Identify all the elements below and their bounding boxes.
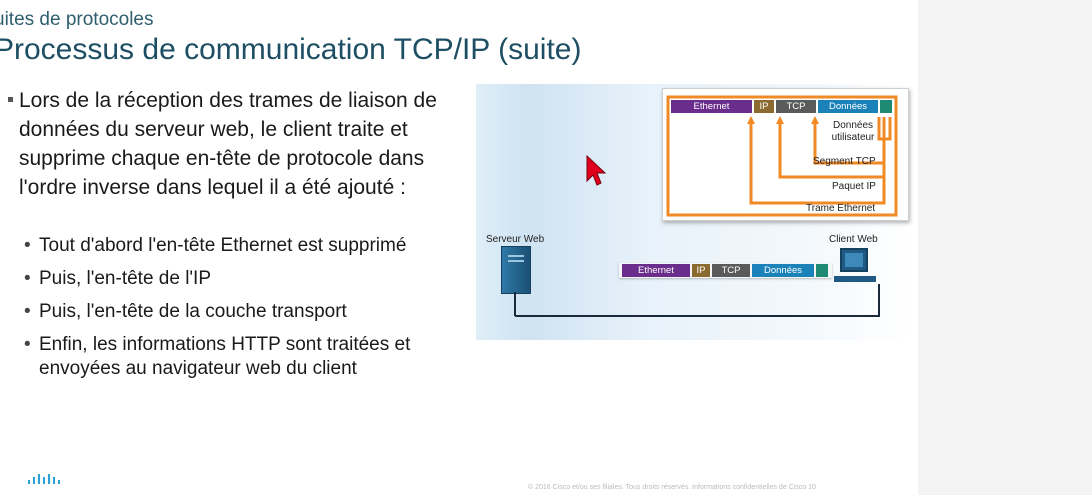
cisco-logo: [28, 474, 60, 484]
frame-ethernet-segment: Ethernet: [622, 264, 690, 277]
server-link: [514, 292, 516, 316]
page-title: Processus de communication TCP/IP (suite…: [0, 33, 582, 66]
paquet-ip-label: Paquet IP: [832, 181, 876, 192]
sub-bullet-item: Puis, l'en-tête de l'IP: [24, 267, 464, 291]
client-computer-icon: [840, 248, 868, 272]
segment-tcp-label: Segment TCP: [813, 156, 876, 167]
main-bullet-text: Lors de la réception des trames de liais…: [19, 89, 437, 199]
donnees-segment: Données: [818, 100, 878, 113]
frame-donnees-segment: Données: [752, 264, 814, 277]
section-label: uites de protocoles: [0, 9, 154, 30]
client-keyboard: [834, 276, 876, 282]
sub-bullet-item: Puis, l'en-tête de la couche transport: [24, 300, 464, 324]
client-link: [878, 284, 880, 316]
sub-bullet-list: Tout d'abord l'en-tête Ethernet est supp…: [24, 234, 464, 390]
trailer-segment: [880, 100, 892, 113]
sub-bullet-item: Tout d'abord l'en-tête Ethernet est supp…: [24, 234, 464, 258]
main-bullet: Lors de la réception des trames de liais…: [8, 86, 468, 202]
frame-ip-segment: IP: [692, 264, 710, 277]
mouse-pointer-icon: [586, 155, 606, 186]
client-label: Client Web: [829, 234, 878, 245]
footer-copyright: © 2016 Cisco et/ou ses filiales. Tous dr…: [528, 484, 816, 491]
frame-trailer-segment: [816, 264, 828, 277]
ip-header-segment: IP: [754, 100, 774, 113]
tcp-header-segment: TCP: [776, 100, 816, 113]
transit-frame: Ethernet IP TCP Données: [619, 263, 832, 278]
ethernet-header-segment: Ethernet: [671, 100, 752, 113]
square-bullet-icon: [8, 97, 13, 102]
network-link: [515, 315, 880, 317]
donnees-utilisateur-label-line1: Données: [832, 120, 874, 131]
frame-tcp-segment: TCP: [712, 264, 750, 277]
server-icon: [501, 246, 531, 294]
slide: uites de protocoles Processus de communi…: [0, 0, 918, 495]
donnees-utilisateur-label-line2: utilisateur: [831, 132, 875, 143]
decapsulation-inset: Ethernet IP TCP Données: [662, 88, 909, 221]
sub-bullet-item: Enfin, les informations HTTP sont traité…: [24, 333, 464, 381]
trame-ethernet-label: Trame Ethernet: [806, 203, 876, 214]
bracket-lines: [666, 95, 898, 217]
right-side-panel: [918, 0, 1092, 495]
donnees-utilisateur-label: Données utilisateur: [823, 120, 883, 144]
tcpip-diagram: Ethernet IP TCP Données: [476, 84, 912, 340]
server-label: Serveur Web: [486, 234, 545, 245]
